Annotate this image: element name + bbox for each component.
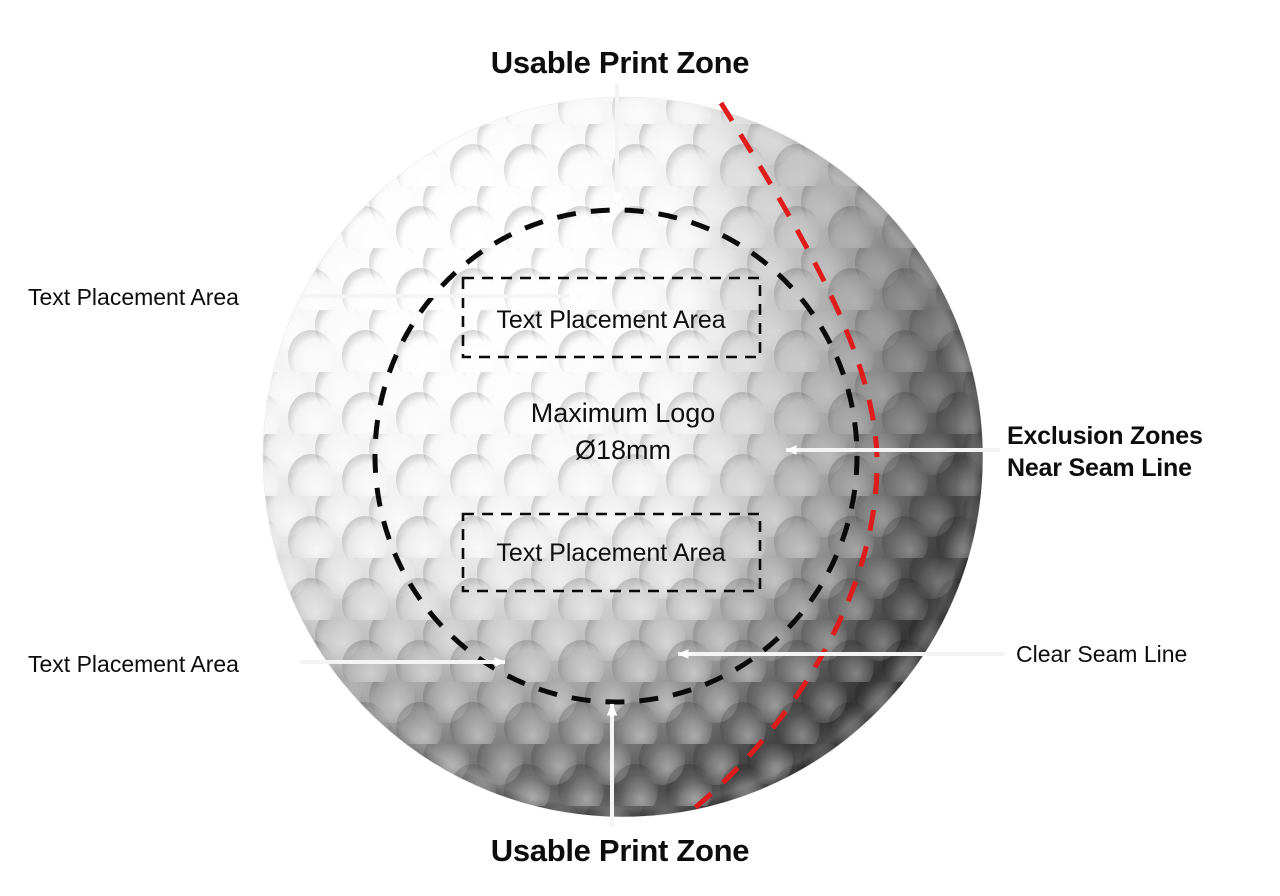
page-title-top: Usable Print Zone: [491, 45, 750, 80]
text-placement-box-bottom-label: Text Placement Area: [496, 539, 725, 567]
callout-label-clear-seam-line: Clear Seam Line: [1016, 641, 1187, 667]
seam-line-red-dashed: [688, 101, 880, 814]
page-title-bottom: Usable Print Zone: [491, 833, 750, 868]
maximum-logo-label: Maximum Logo Ø18mm: [531, 398, 716, 465]
maximum-logo-line1: Maximum Logo: [531, 398, 716, 428]
callout-label-exclusion-zones-line1: Exclusion Zones: [1007, 422, 1203, 450]
callout-label-exclusion-zones-line2: Near Seam Line: [1007, 454, 1192, 482]
maximum-logo-line2: Ø18mm: [575, 435, 671, 465]
text-placement-box-bottom-outline: [461, 512, 762, 593]
ball-outline: [262, 96, 984, 818]
text-placement-box-bottom[interactable]: Text Placement Area: [461, 512, 762, 593]
callout-label-text-placement-left-top: Text Placement Area: [28, 284, 239, 310]
text-placement-box-top-outline: [461, 276, 762, 359]
ball-rim-light: [263, 97, 983, 817]
usable-print-zone-boundary: [372, 207, 860, 705]
golf-ball: [262, 96, 984, 818]
callout-label-text-placement-left-bottom: Text Placement Area: [28, 651, 239, 677]
text-placement-box-top[interactable]: Text Placement Area: [461, 276, 762, 359]
text-placement-box-top-label: Text Placement Area: [496, 306, 725, 334]
callout-label-exclusion-zones: Exclusion Zones Near Seam Line: [1007, 422, 1203, 482]
